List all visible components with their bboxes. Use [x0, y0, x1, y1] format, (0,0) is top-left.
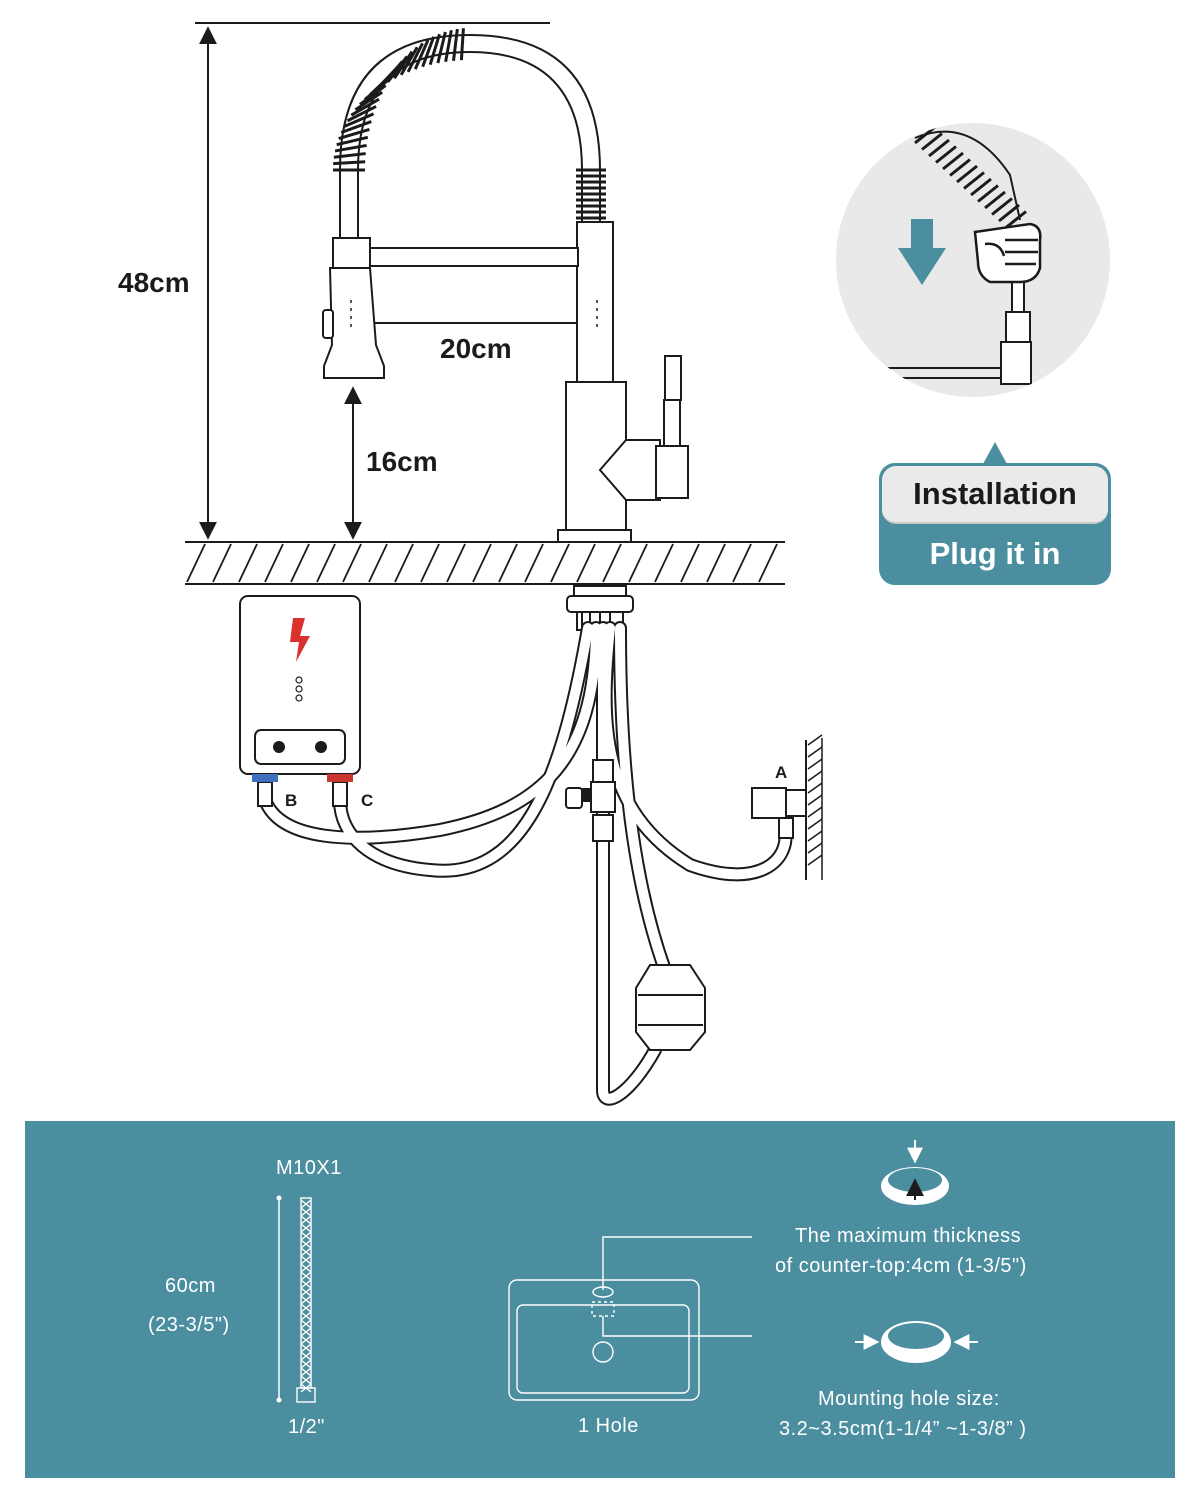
- faucet: [322, 28, 689, 543]
- mounting-hole-line1: Mounting hole size:: [818, 1388, 1000, 1410]
- sink-outline: [508, 1236, 752, 1401]
- hole-count-label: 1 Hole: [578, 1415, 639, 1437]
- braided-hose: [296, 1197, 316, 1403]
- water-heater: [239, 595, 361, 782]
- hose-fittings: [257, 759, 794, 1051]
- hose-length-inch-label: (23-3/5"): [148, 1314, 230, 1336]
- angle-valve-a: [751, 734, 823, 880]
- counter-thickness-icon: [881, 1140, 949, 1205]
- hose-length-label: 60cm: [165, 1275, 216, 1297]
- panel-drawings: [25, 1121, 1175, 1478]
- down-arrow-icon: [898, 219, 946, 285]
- mounting-hole-line2: 3.2~3.5cm(1-1/4” ~1-3/8” ): [779, 1418, 1027, 1440]
- counter-thickness-line2: of counter-top:4cm (1-3/5"): [775, 1255, 1027, 1277]
- callout-pointer: [983, 442, 1007, 464]
- fist-icon: [973, 222, 1042, 284]
- dimension-lines: [195, 22, 597, 540]
- total-height-label: 48cm: [118, 267, 190, 298]
- hot-outlet: [327, 774, 353, 782]
- connection-label-c: C: [361, 791, 374, 810]
- detail-circle: [836, 123, 1110, 397]
- spout-reach-label: 20cm: [440, 333, 512, 364]
- installation-callout: Installation Plug it in: [879, 463, 1111, 585]
- callout-subtitle: Plug it in: [929, 536, 1061, 571]
- hoses: [258, 621, 793, 1106]
- spout-height-label: 16cm: [366, 446, 438, 477]
- cold-inlet: [252, 774, 278, 782]
- hose-weight: [635, 964, 706, 1051]
- hose-connector-label: 1/2": [288, 1416, 325, 1438]
- counter-top: [185, 541, 785, 585]
- faucet-marks: [350, 300, 598, 327]
- connection-label-b: B: [285, 791, 298, 810]
- mounting-hole-icon: [855, 1321, 978, 1363]
- connection-label-a: A: [775, 763, 788, 782]
- spring-coils: [333, 28, 606, 220]
- lightning-icon: [290, 618, 310, 662]
- callout-title: Installation: [882, 466, 1108, 524]
- hose-thread-label: M10X1: [276, 1157, 342, 1179]
- counter-thickness-line1: The maximum thickness: [795, 1225, 1022, 1247]
